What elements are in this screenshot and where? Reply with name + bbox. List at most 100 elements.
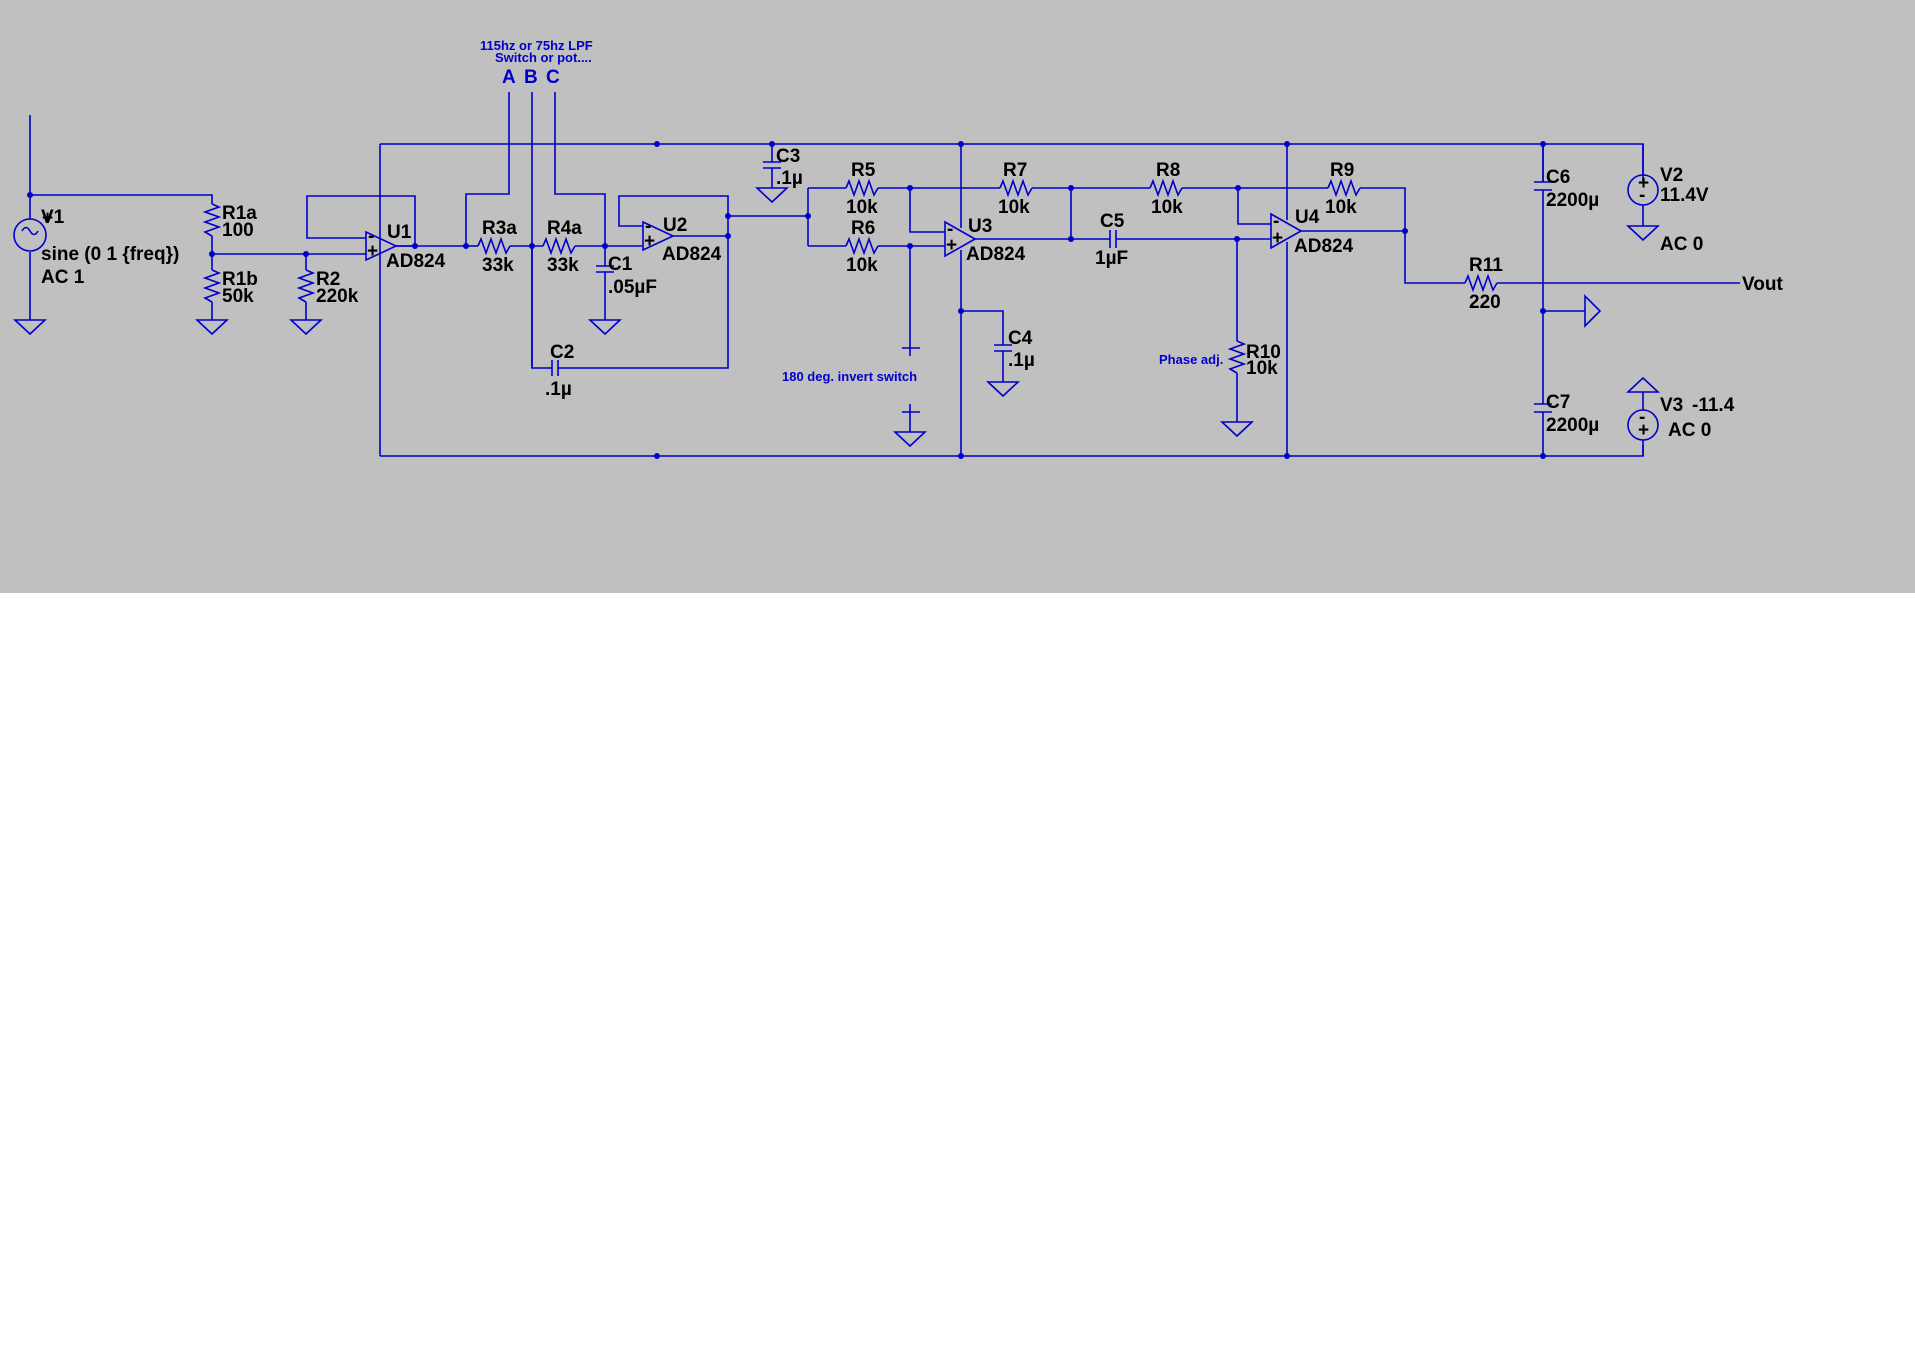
r11-name: R11 (1469, 255, 1503, 276)
resistor-r2[interactable] (296, 269, 316, 303)
c2-value: .1µ (545, 379, 572, 400)
r1b-name: R1b (222, 269, 258, 290)
c6-name: C6 (1546, 167, 1570, 188)
c1-name: C1 (608, 254, 633, 275)
resistor-r1b[interactable] (202, 269, 222, 303)
resistor-r10[interactable] (1227, 340, 1247, 374)
c6-value: 2200µ (1546, 190, 1599, 211)
r8-value: 10k (1151, 197, 1183, 218)
svg-text:+: + (1638, 420, 1649, 441)
r4a-value: 33k (547, 255, 579, 276)
c5-name: C5 (1100, 211, 1125, 232)
svg-text:+: + (1638, 173, 1649, 194)
invert-switch[interactable] (902, 347, 920, 413)
r2-value: 220k (316, 286, 359, 307)
c2-name: C2 (550, 342, 574, 363)
opamp-u2[interactable]: - + (642, 216, 675, 252)
u4-model: AD824 (1294, 236, 1354, 257)
ground-symbol (194, 319, 230, 336)
capacitor-c5[interactable] (1108, 230, 1237, 248)
resistor-r6[interactable] (845, 236, 879, 256)
r9-value: 10k (1325, 197, 1357, 218)
opamp-u3[interactable]: - + (944, 219, 977, 258)
c7-value: 2200µ (1546, 415, 1599, 436)
wire-u2-out (673, 213, 808, 239)
ground-symbol (1219, 421, 1255, 438)
v1-ac: AC 1 (41, 267, 85, 288)
empty-workspace (0, 593, 1915, 1365)
svg-text:-: - (368, 226, 374, 247)
ground-arrow-symbol (1584, 294, 1602, 328)
r5-value: 10k (846, 197, 878, 218)
opamp-u4[interactable]: - + (1270, 211, 1303, 250)
wire-u1 (306, 195, 466, 249)
negative-supply-rail (379, 144, 1644, 457)
r10-value: 10k (1246, 358, 1278, 379)
r7-name: R7 (1003, 160, 1027, 181)
capacitor-c3[interactable] (763, 144, 781, 188)
wire-supply-caps (1540, 144, 1585, 456)
ground-symbol (587, 319, 623, 336)
r11-value: 220 (1469, 292, 1501, 313)
resistor-r9[interactable] (1327, 178, 1361, 198)
wire-lpf (463, 92, 729, 369)
r6-name: R6 (851, 218, 875, 239)
wire-input (27, 115, 366, 320)
opamp-u1[interactable]: - + (365, 226, 398, 262)
ground-symbol (754, 187, 790, 204)
resistor-r7[interactable] (999, 178, 1033, 198)
u1-model: AD824 (386, 251, 446, 272)
svg-text:-: - (947, 219, 953, 240)
wire-u4 (1234, 185, 1740, 422)
resistor-r3a[interactable] (477, 236, 511, 256)
v2-name: V2 (1660, 165, 1683, 186)
resistor-r8[interactable] (1149, 178, 1183, 198)
resistor-r5[interactable] (845, 178, 879, 198)
capacitor-c1[interactable] (596, 265, 614, 273)
v1-name: V1 (41, 207, 65, 228)
u3-model: AD824 (966, 244, 1026, 265)
v1-value: sine (0 1 {freq}) (41, 244, 179, 265)
r4a-name: R4a (547, 218, 582, 239)
r10-name: R10 (1246, 342, 1281, 363)
port-a[interactable]: A (502, 67, 516, 88)
u4-name: U4 (1295, 207, 1320, 228)
port-b[interactable]: B (524, 67, 538, 88)
resistor-r4a[interactable] (542, 236, 576, 256)
c1-value: .05µF (608, 277, 657, 298)
voltage-source-v2[interactable]: + - (1627, 144, 1659, 226)
capacitor-c4[interactable] (994, 335, 1012, 355)
r3a-value: 33k (482, 255, 514, 276)
voltage-source-v1[interactable]: + (13, 195, 53, 252)
c4-name: C4 (1008, 328, 1033, 349)
port-c[interactable]: C (546, 67, 560, 88)
phase-note: Phase adj. (1159, 352, 1223, 367)
ground-symbol (288, 319, 324, 336)
c5-value: 1µF (1095, 248, 1128, 269)
svg-text:-: - (645, 216, 651, 237)
capacitor-c2[interactable] (548, 360, 562, 376)
capacitor-c7[interactable] (1534, 403, 1552, 413)
svg-text:-: - (1639, 407, 1645, 428)
lpf-note: 115hz or 75hz LPF (480, 38, 593, 53)
r1a-value: 100 (222, 220, 254, 241)
resistor-r11[interactable] (1464, 273, 1498, 293)
r3a-name: R3a (482, 218, 517, 239)
schematic-canvas[interactable]: + - + (0, 0, 1915, 593)
resistor-r1a[interactable] (202, 203, 222, 237)
wire-u3 (805, 185, 1238, 432)
v2-ac: AC 0 (1660, 234, 1703, 255)
v3-value: -11.4 (1692, 395, 1735, 416)
svg-text:+: + (946, 235, 957, 256)
c3-value: .1µ (776, 168, 803, 189)
ground-symbol (1625, 225, 1661, 242)
u1-name: U1 (387, 222, 412, 243)
r8-name: R8 (1156, 160, 1180, 181)
r1b-value: 50k (222, 286, 254, 307)
r5-name: R5 (851, 160, 876, 181)
r9-name: R9 (1330, 160, 1354, 181)
voltage-source-v3[interactable]: - + (1625, 376, 1661, 456)
c4-value: .1µ (1008, 350, 1035, 371)
u3-name: U3 (968, 216, 992, 237)
capacitor-c6[interactable] (1534, 181, 1552, 191)
